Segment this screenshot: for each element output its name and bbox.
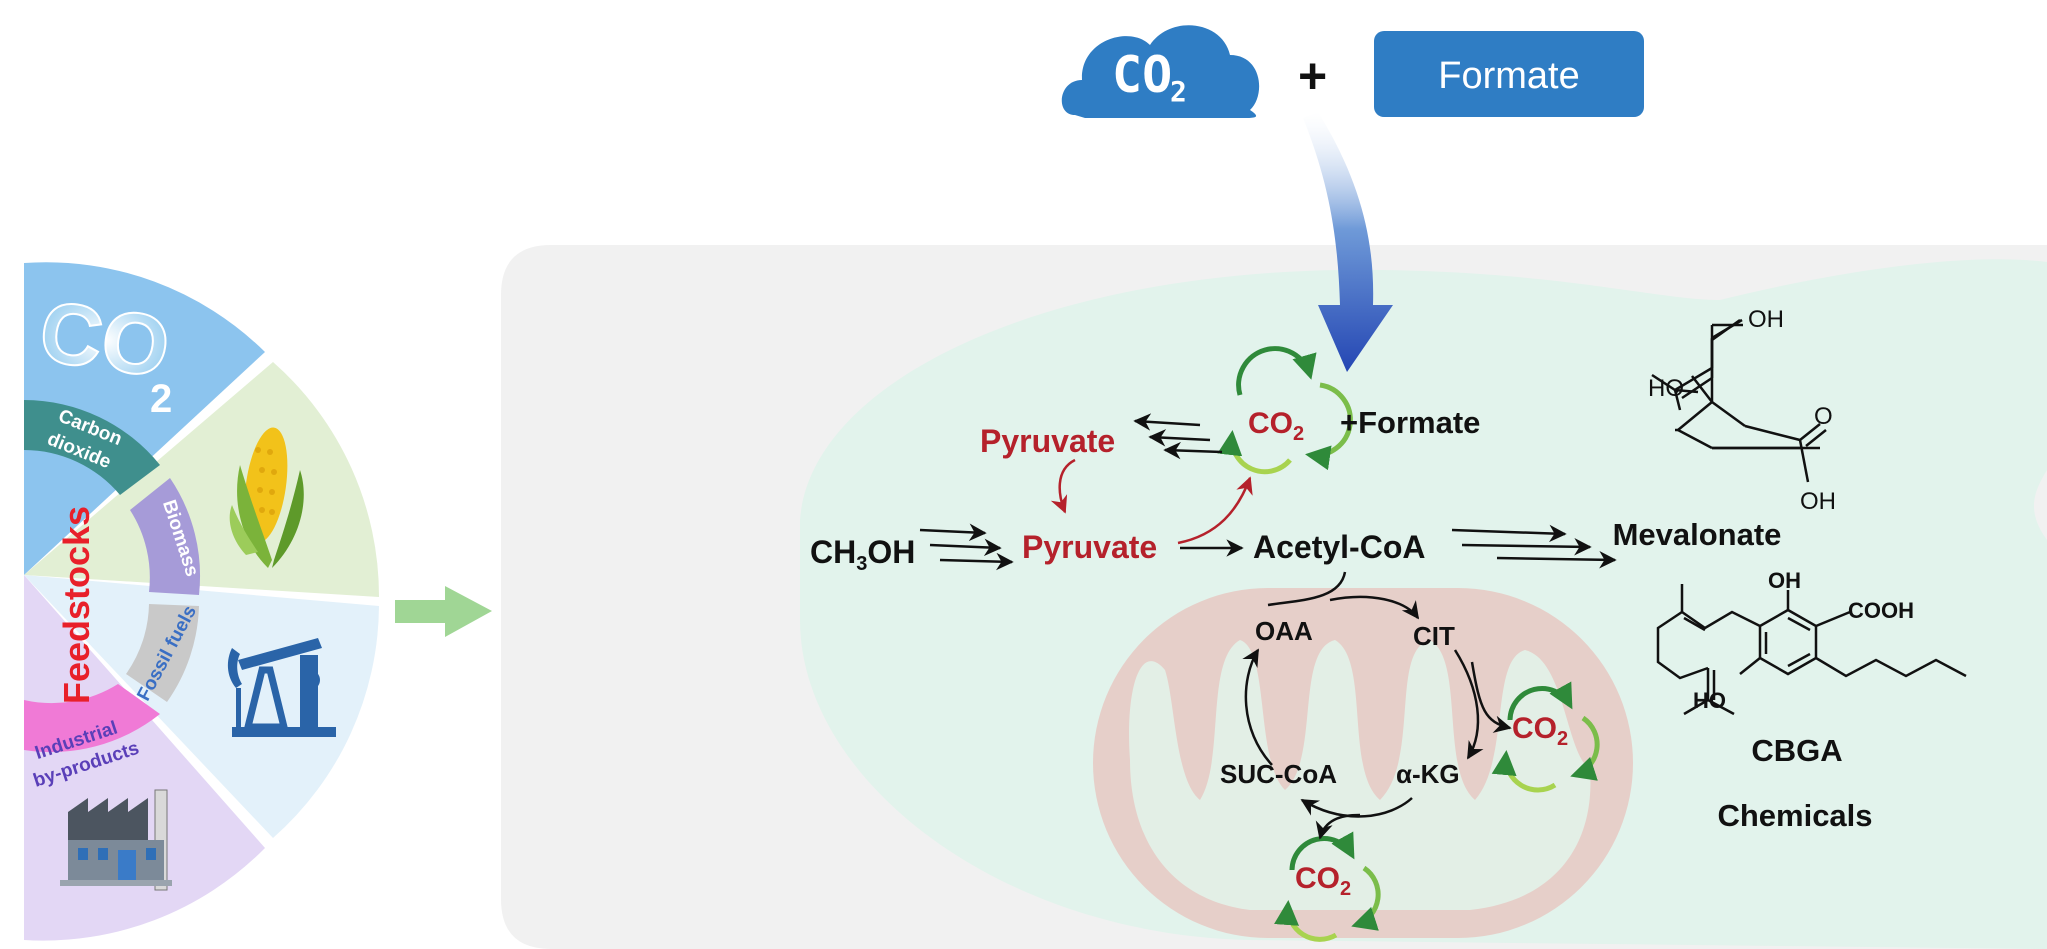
co2-cycle-icon-right	[1491, 681, 1600, 793]
chemicals-label: Chemicals	[1717, 798, 1872, 833]
band-carbon-dioxide	[24, 400, 160, 495]
band-biomass	[130, 478, 201, 595]
svg-text:2: 2	[1170, 75, 1187, 108]
plus-sign: +	[1298, 48, 1327, 104]
co2-glow-text: CO 2	[33, 282, 176, 421]
tca-oaa-label: OAA	[1255, 616, 1313, 646]
arrows-co2-pyruvate-top	[1133, 413, 1223, 460]
mevalonate-structure	[1651, 323, 1820, 450]
co2-cloud: CO 2	[1061, 25, 1260, 118]
mevalonate-oh-bottom: OH	[1800, 488, 1836, 515]
cbga-ho: HO	[1693, 688, 1726, 713]
pyruvate-top-label: Pyruvate	[980, 423, 1115, 459]
mevalonate-ho: HO	[1648, 375, 1684, 402]
mevalonate-oh-top: OH	[1748, 306, 1784, 333]
feedstocks-title: Feedstocks	[56, 506, 97, 704]
arrows-ch3oh-pyruvate	[919, 523, 1014, 571]
cbga-cooh: COOH	[1848, 598, 1914, 623]
tca-cit-label: CIT	[1413, 621, 1455, 651]
corn-icon	[229, 427, 304, 568]
factory-icon	[60, 789, 172, 891]
co2-label-right: CO2	[1512, 712, 1568, 750]
pyruvate-mid-label: Pyruvate	[1022, 529, 1157, 565]
ch3oh-cell-label: CH3OH	[810, 534, 915, 575]
arrows-acetylcoa-products	[1451, 524, 1617, 569]
band-industrial	[24, 684, 160, 753]
mevalonate-skeleton	[1677, 318, 1827, 483]
formate-box-label: Formate	[1438, 55, 1579, 97]
acetyl-coa-label: Acetyl-CoA	[1253, 529, 1425, 565]
svg-text:CO: CO	[34, 283, 175, 396]
svg-text:2: 2	[150, 377, 172, 421]
arrow-pyruvate-top-down	[1050, 458, 1076, 514]
feedstock-wheel: CO 2 Carbon dioxide Biomass Fossil fuels…	[24, 262, 380, 941]
mevalonate-name: Mevalonate	[1613, 517, 1782, 552]
cbga-oh: OH	[1768, 568, 1801, 593]
arrow-pyruvate-to-co2	[1177, 476, 1253, 545]
segment-fossil-fuels	[24, 575, 379, 838]
svg-text:CO: CO	[1112, 46, 1172, 104]
co2-cycle-icon-top	[1217, 346, 1353, 475]
oil-pump-icon	[227, 638, 336, 737]
tca-akg-label: α-KG	[1396, 759, 1460, 789]
big-blue-arrow	[1303, 112, 1393, 372]
mitochondrion-icon	[1093, 588, 1633, 938]
band-fossil-fuels	[126, 604, 199, 702]
co2-label-bottom: CO2	[1295, 862, 1351, 900]
tca-succoa-label: SUC-CoA	[1220, 759, 1337, 789]
formate-box	[1374, 31, 1644, 117]
formate-label: +Formate	[1340, 405, 1480, 440]
green-arrow-1	[395, 586, 492, 637]
co2-label-top: CO2	[1248, 407, 1304, 445]
segment-carbon-dioxide	[24, 262, 265, 575]
cbga-name: CBGA	[1751, 733, 1842, 768]
cbga-structure	[1656, 584, 1967, 716]
mevalonate-o: O	[1814, 403, 1833, 430]
tca-cycle	[1242, 571, 1512, 840]
